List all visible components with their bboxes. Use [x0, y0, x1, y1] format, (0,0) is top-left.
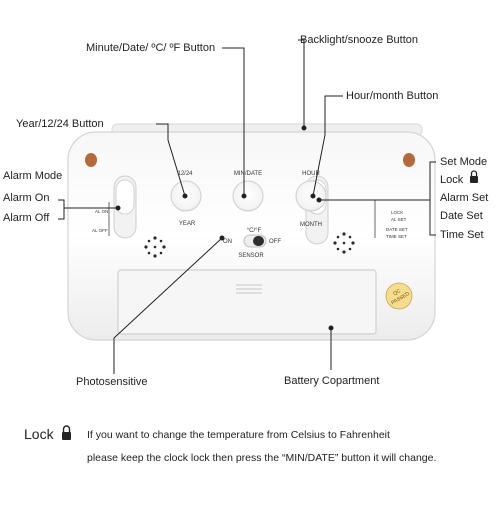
speaker-grille-right [333, 232, 355, 254]
lock-note-line2: please keep the clock lock then press th… [87, 452, 437, 464]
battery-callout: Battery Copartment [284, 375, 380, 387]
lock-icon [470, 170, 478, 183]
set-mode-callout: Set Mode [440, 156, 488, 168]
on-text: ON [223, 239, 232, 245]
al-off-text: AL OFF [92, 228, 108, 233]
hour-month-callout: Hour/month Button [346, 90, 439, 102]
date-set-text: DATE SET [386, 227, 408, 232]
btn-hour-text: HOUR [302, 171, 320, 177]
time-set-text: TIME SET [386, 234, 407, 239]
battery-compartment[interactable] [117, 269, 377, 335]
al-set-text: AL SET [391, 217, 407, 222]
lock-icon [62, 425, 71, 440]
time-set-callout: Time Set [440, 229, 484, 241]
alarm-off-callout: Alarm Off [3, 212, 50, 224]
minute-date-callout: Minute/Date/ ºC/ ºF Button [86, 42, 216, 54]
btn-month-text: MONTH [300, 222, 322, 228]
date-set-callout: Date Set [440, 210, 483, 222]
backlight-callout: Backlight/snooze Button [300, 34, 419, 46]
btn-mindate-text: MIN/DATE [234, 171, 262, 177]
lock-note-line1: If you want to change the temperature fr… [87, 429, 390, 441]
qc-sticker [385, 282, 413, 310]
btn-year-text: YEAR [179, 221, 196, 227]
al-on-text: AL ON [95, 209, 108, 214]
alarm-set-callout: Alarm Set [440, 192, 489, 204]
screw-hole-left [85, 153, 97, 167]
alarm-switch-knob [115, 179, 135, 215]
callout-lines [58, 39, 436, 374]
screw-hole-right [403, 153, 415, 167]
min-date-button[interactable] [232, 180, 264, 212]
alarm-on-callout: Alarm On [3, 192, 50, 204]
cf-text: °C/°F [247, 228, 262, 234]
off-text: OFF [269, 239, 281, 245]
lock-note-title: Lock [24, 426, 54, 442]
alarm-mode-callout: Alarm Mode [3, 170, 63, 182]
lock-text: LOCK [391, 210, 403, 215]
qc-text-1: QC [392, 288, 402, 297]
btn-1224-text: 12/24 [177, 171, 193, 177]
lock-callout: Lock [440, 174, 464, 186]
cf-sensor-knob [253, 236, 264, 246]
photosensitive-callout: Photosensitive [76, 376, 148, 388]
sensor-text: SENSOR [238, 253, 264, 259]
year-callout: Year/12/24 Button [16, 118, 104, 130]
speaker-grille-left [144, 236, 166, 258]
